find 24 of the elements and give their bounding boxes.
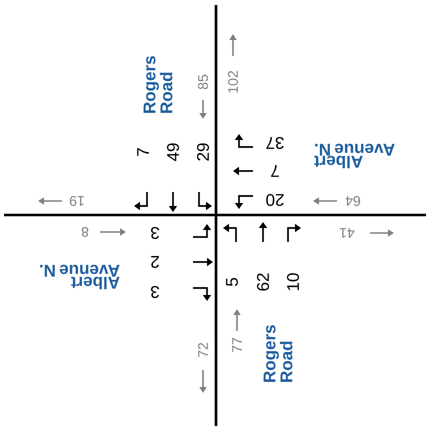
approach-total: 77 (232, 338, 242, 352)
approach-total: 8 (82, 227, 88, 237)
approach-total: 41 (340, 228, 354, 238)
turn-volume: 2 (151, 256, 159, 268)
turn-volume: 3 (151, 286, 160, 298)
street-name: Rogers Road (144, 56, 172, 113)
turn-volume: 37 (266, 136, 284, 150)
approach-total: 102 (228, 71, 238, 93)
approach-total: 19 (70, 196, 84, 206)
approach-total: 85 (198, 74, 208, 90)
turn-volume: 29 (196, 143, 210, 161)
turn-volume: 49 (166, 143, 180, 162)
turn-volume: 7 (137, 148, 149, 156)
street-name: Albert Avenue N. (314, 144, 395, 168)
turn-volume: 3 (151, 226, 160, 240)
street-name: Rogers Road (264, 325, 292, 382)
street-name: Albert Avenue N. (40, 264, 120, 290)
turn-volume: 7 (271, 165, 279, 177)
turn-volume: 10 (286, 273, 300, 290)
turn-volume: 5 (226, 278, 238, 286)
turn-volume: 20 (266, 194, 284, 206)
approach-total: 64 (346, 196, 360, 206)
turn-volume: 62 (256, 273, 270, 291)
approach-total: 72 (198, 342, 208, 358)
